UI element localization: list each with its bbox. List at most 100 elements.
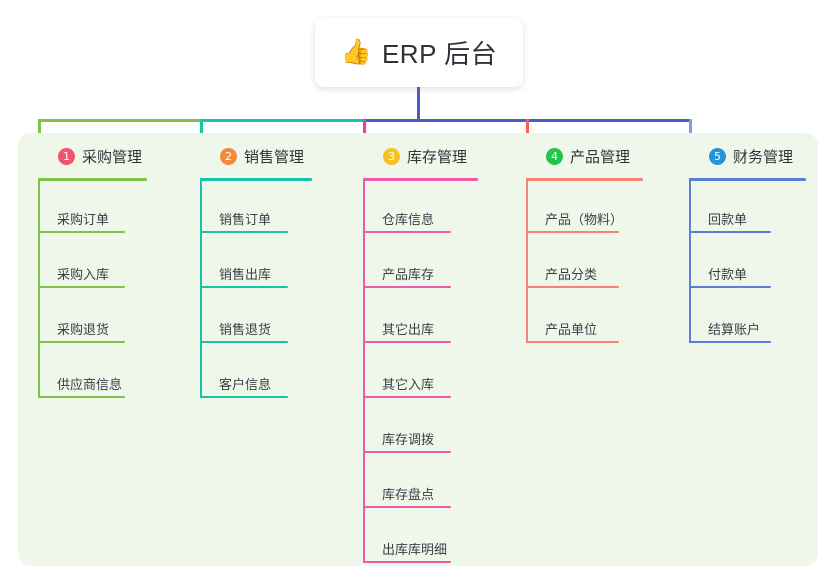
leaf-item-rule — [526, 231, 619, 233]
leaf-item-rule — [526, 286, 619, 288]
leaf-item-rule — [363, 561, 451, 563]
leaf-item-rule — [363, 341, 451, 343]
leaf-item-rule — [200, 231, 288, 233]
column-title-2: 销售管理 — [244, 149, 305, 166]
leaf-item-rule — [689, 341, 771, 343]
column-badge-4: 4 — [546, 148, 563, 165]
leaf-item-rule — [363, 506, 451, 508]
leaf-item-label: 其它入库 — [382, 377, 435, 392]
column-badge-3: 3 — [383, 148, 400, 165]
leaf-item[interactable]: 采购入库 — [38, 256, 165, 288]
connector-drop-3 — [363, 119, 366, 145]
connector-bus-left — [38, 119, 200, 122]
leaf-item-rule — [363, 396, 451, 398]
column-header-rule-2 — [200, 178, 312, 181]
leaf-item-rule — [689, 286, 771, 288]
leaf-item-rule — [38, 396, 125, 398]
column-spine-3 — [363, 178, 365, 563]
leaf-item-label: 产品（物料） — [545, 212, 624, 227]
leaf-item-rule — [200, 286, 288, 288]
column-1: 1 采购管理采购订单采购入库采购退货供应商信息 — [38, 133, 167, 566]
leaf-item[interactable]: 库存盘点 — [363, 476, 491, 508]
leaf-item-label: 采购退货 — [57, 322, 110, 337]
leaf-item[interactable]: 其它入库 — [363, 366, 491, 398]
leaf-item[interactable]: 销售退货 — [200, 311, 328, 343]
column-spine-1 — [38, 178, 40, 398]
leaf-item[interactable]: 采购退货 — [38, 311, 165, 343]
leaf-item-rule — [689, 231, 771, 233]
root-node-title: ERP 后台 — [381, 39, 498, 69]
leaf-item[interactable]: 回款单 — [689, 201, 811, 233]
leaf-item-rule — [363, 231, 451, 233]
leaf-item-label: 产品库存 — [382, 267, 435, 282]
column-3: 3 库存管理仓库信息产品库存其它出库其它入库库存调拨库存盘点出库库明细 — [363, 133, 498, 566]
leaf-item-label: 产品单位 — [545, 322, 598, 337]
leaf-item-label: 采购订单 — [57, 212, 110, 227]
column-header-5[interactable]: 5 财务管理 — [709, 146, 793, 167]
column-spine-5 — [689, 178, 691, 343]
leaf-item-label: 库存盘点 — [382, 487, 435, 502]
column-header-1[interactable]: 1 采购管理 — [58, 146, 142, 167]
leaf-item[interactable]: 库存调拨 — [363, 421, 491, 453]
leaf-item-rule — [200, 396, 288, 398]
column-2: 2 销售管理销售订单销售出库销售退货客户信息 — [200, 133, 332, 566]
root-node-card[interactable]: 👍 ERP 后台 — [315, 18, 523, 87]
leaf-item-label: 出库库明细 — [382, 542, 448, 557]
leaf-item[interactable]: 产品分类 — [526, 256, 659, 288]
connector-drop-1 — [38, 119, 41, 145]
leaf-item[interactable]: 客户信息 — [200, 366, 328, 398]
leaf-item[interactable]: 产品（物料） — [526, 201, 659, 233]
column-badge-1: 1 — [58, 148, 75, 165]
leaf-item-label: 回款单 — [708, 212, 748, 227]
column-title-1: 采购管理 — [82, 149, 143, 166]
column-header-rule-5 — [689, 178, 806, 181]
leaf-item[interactable]: 销售订单 — [200, 201, 328, 233]
leaf-item-label: 销售订单 — [219, 212, 272, 227]
leaf-item-rule — [526, 341, 619, 343]
leaf-item-rule — [363, 451, 451, 453]
leaf-item-rule — [200, 341, 288, 343]
column-header-3[interactable]: 3 库存管理 — [383, 146, 467, 167]
leaf-item-label: 仓库信息 — [382, 212, 435, 227]
connector-drop-5 — [689, 119, 692, 145]
leaf-item[interactable]: 结算账户 — [689, 311, 811, 343]
leaf-item-rule — [38, 286, 125, 288]
connector-bus-mid — [200, 119, 365, 122]
leaf-item-label: 销售退货 — [219, 322, 272, 337]
leaf-item-label: 供应商信息 — [57, 377, 123, 392]
leaf-item[interactable]: 付款单 — [689, 256, 811, 288]
leaf-item-label: 付款单 — [708, 267, 748, 282]
leaf-item[interactable]: 仓库信息 — [363, 201, 491, 233]
leaf-item-label: 其它出库 — [382, 322, 435, 337]
column-title-3: 库存管理 — [407, 149, 468, 166]
connector-trunk — [417, 87, 420, 122]
column-badge-2: 2 — [220, 148, 237, 165]
leaf-item[interactable]: 产品库存 — [363, 256, 491, 288]
leaf-item-label: 库存调拨 — [382, 432, 435, 447]
leaf-item-label: 客户信息 — [219, 377, 272, 392]
column-header-rule-1 — [38, 178, 147, 181]
leaf-item-rule — [38, 231, 125, 233]
column-header-rule-4 — [526, 178, 643, 181]
thumbs-up-icon: 👍 — [340, 38, 372, 66]
column-spine-2 — [200, 178, 202, 398]
connector-drop-2 — [200, 119, 203, 145]
leaf-item[interactable]: 产品单位 — [526, 311, 659, 343]
leaf-item[interactable]: 采购订单 — [38, 201, 165, 233]
column-spine-4 — [526, 178, 528, 343]
leaf-item-label: 产品分类 — [545, 267, 598, 282]
column-badge-5: 5 — [709, 148, 726, 165]
leaf-item[interactable]: 供应商信息 — [38, 366, 165, 398]
diagram-panel: 1 采购管理采购订单采购入库采购退货供应商信息 2 销售管理销售订单销售出库销售退货客… — [18, 133, 818, 566]
leaf-item-rule — [363, 286, 451, 288]
leaf-item-label: 销售出库 — [219, 267, 272, 282]
column-header-2[interactable]: 2 销售管理 — [220, 146, 304, 167]
leaf-item[interactable]: 出库库明细 — [363, 531, 491, 563]
leaf-item[interactable]: 其它出库 — [363, 311, 491, 343]
column-title-5: 财务管理 — [733, 149, 794, 166]
leaf-item[interactable]: 销售出库 — [200, 256, 328, 288]
column-header-rule-3 — [363, 178, 478, 181]
leaf-item-label: 采购入库 — [57, 267, 110, 282]
